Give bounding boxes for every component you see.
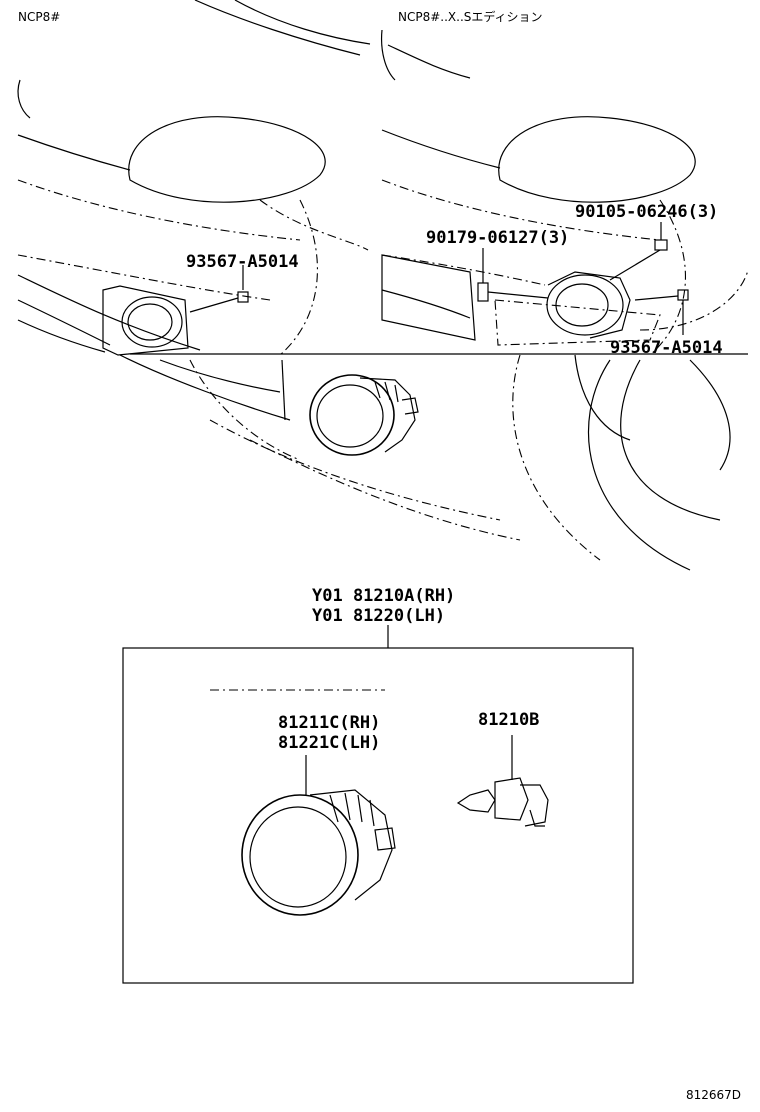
callout-left-bolt[interactable]: 93567-A5014 [186, 252, 299, 272]
right-screw-icon [654, 239, 668, 251]
left-panel-drawing [17, 0, 371, 356]
installed-fog-lamp [309, 374, 395, 456]
callout-right-bolt[interactable]: 93567-A5014 [610, 338, 723, 358]
lamp-label-rh[interactable]: 81211C(RH) [278, 713, 381, 733]
right-panel-drawing [380, 29, 749, 356]
callout-right-screw[interactable]: 90105-06246(3) [575, 202, 719, 222]
variant-label-right: NCP8#..X..Sエディション [398, 10, 543, 24]
assembly-label-rh[interactable]: Y01 81210A(RH) [312, 586, 456, 606]
bulb-label[interactable]: 81210B [478, 710, 540, 730]
fog-lamp-part [241, 755, 396, 916]
bulb-part [456, 735, 549, 827]
lower-body-drawing [119, 354, 731, 571]
left-headlight-outline [128, 116, 326, 203]
diagram-id: 812667D [686, 1088, 742, 1102]
lamp-label-lh[interactable]: 81221C(LH) [278, 733, 381, 753]
variant-label-left: NCP8# [18, 10, 61, 24]
right-clip-icon [477, 282, 489, 302]
left-bolt-icon [237, 291, 249, 303]
left-fog-bezel [102, 285, 189, 356]
assembly-label-lh[interactable]: Y01 81220(LH) [312, 606, 446, 626]
callout-right-clip[interactable]: 90179-06127(3) [426, 228, 570, 248]
left-fog-lens [121, 296, 183, 348]
right-headlight-outline [498, 116, 696, 203]
assembly-box [122, 647, 634, 984]
right-fog-lens [546, 274, 624, 336]
